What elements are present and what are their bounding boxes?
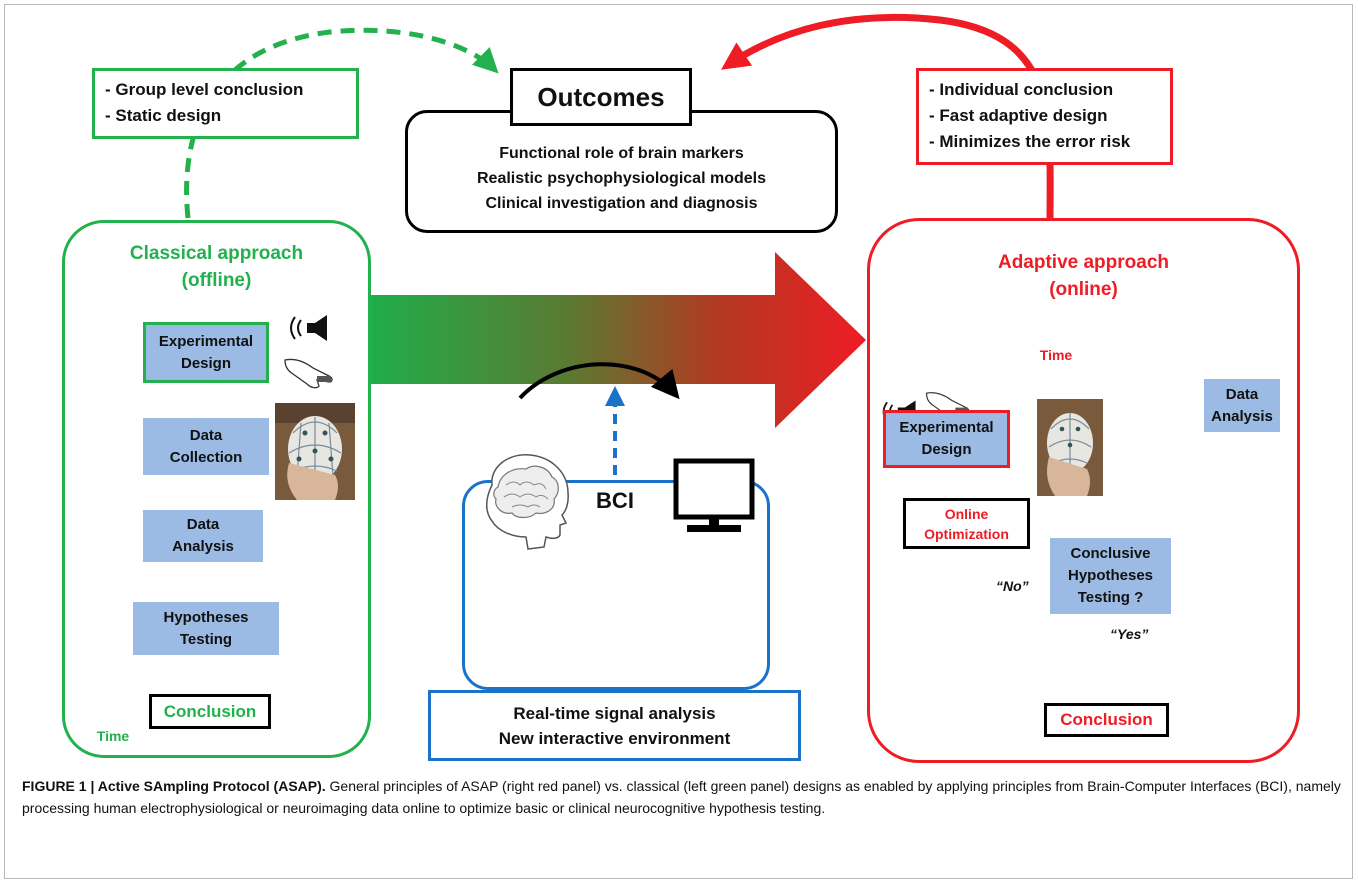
bullet: - Fast adaptive design: [929, 106, 1108, 125]
step-label: Analysis: [172, 538, 234, 555]
bci-line: New interactive environment: [498, 729, 731, 748]
monitor-icon: [673, 458, 755, 532]
outcomes-panel: Functional role of brain markers Realist…: [405, 110, 838, 233]
conclusion-label: Conclusion: [163, 701, 257, 721]
bullet: - Minimizes the error risk: [929, 132, 1131, 151]
step-label: Online: [944, 505, 989, 522]
step-label: Collection: [169, 448, 243, 466]
classical-conclusion: Conclusion: [149, 694, 271, 729]
figure-frame: [4, 4, 1353, 879]
step-label: Experimental: [158, 332, 254, 350]
step-label: Data: [189, 426, 223, 444]
outcome-line: Realistic psychophysiological models: [477, 170, 766, 187]
bullet: - Static design: [105, 106, 222, 125]
eeg-photo: [275, 403, 355, 500]
hand-icon: [284, 358, 333, 389]
step-label: Hypotheses: [163, 608, 249, 626]
step-label: Data: [186, 516, 220, 533]
step-label: Experimental: [899, 419, 994, 436]
bci-caption-box: Real-time signal analysis New interactiv…: [428, 690, 801, 761]
bci-label: BCI: [596, 488, 634, 513]
caption-label: FIGURE 1 | Active SAmpling Protocol (ASA…: [22, 778, 326, 794]
time-label: Time: [96, 728, 130, 744]
bullet: - Group level conclusion: [105, 80, 304, 99]
outcomes-title-box: Outcomes: [510, 68, 692, 126]
brain-icon: [486, 454, 569, 550]
classical-bullets-box: - Group level conclusion - Static design: [92, 68, 359, 139]
gradient-arrow: [368, 252, 866, 428]
step-label: Testing: [179, 630, 233, 648]
adaptive-conclusion: Conclusion: [1044, 703, 1169, 737]
step-label: Conclusive: [1070, 545, 1151, 562]
caption-text: General principles of ASAP (right red pa…: [22, 778, 1341, 816]
outcome-line: Functional role of brain markers: [499, 145, 744, 162]
classical-title: Classical approach (offline): [62, 240, 371, 294]
outcome-line: Clinical investigation and diagnosis: [485, 195, 758, 212]
step-label: Testing ?: [1077, 589, 1144, 606]
step-label: Design: [921, 441, 972, 458]
step-label: Optimization: [924, 525, 1009, 542]
outcomes-title: Outcomes: [537, 81, 665, 112]
step-label: Data: [1225, 385, 1259, 403]
speaker-icon: [290, 315, 327, 341]
classical-title-line: (offline): [181, 270, 252, 291]
bci-line: Real-time signal analysis: [513, 704, 716, 723]
green-dashed-arrow: [184, 27, 499, 219]
cycle-time-label: Time: [1039, 347, 1073, 363]
adaptive-title-line: Adaptive approach: [997, 252, 1170, 273]
bci-top-arrow: [518, 362, 680, 400]
no-label: “No”: [996, 578, 1029, 594]
step-label: Hypotheses: [1067, 567, 1154, 584]
step-label: Design: [180, 354, 231, 372]
eeg-photo: [1037, 399, 1103, 496]
step-label: Analysis: [1211, 407, 1273, 425]
classical-title-line: Classical approach: [129, 243, 304, 264]
adaptive-bullets-box: - Individual conclusion - Fast adaptive …: [916, 68, 1173, 165]
bullet: - Individual conclusion: [929, 80, 1114, 99]
adaptive-title: Adaptive approach (online): [867, 249, 1300, 303]
yes-label: “Yes”: [1110, 626, 1149, 642]
adaptive-title-line: (online): [1049, 279, 1118, 300]
conclusion-label: Conclusion: [1060, 710, 1153, 729]
figure-caption: FIGURE 1 | Active SAmpling Protocol (ASA…: [22, 775, 1342, 819]
